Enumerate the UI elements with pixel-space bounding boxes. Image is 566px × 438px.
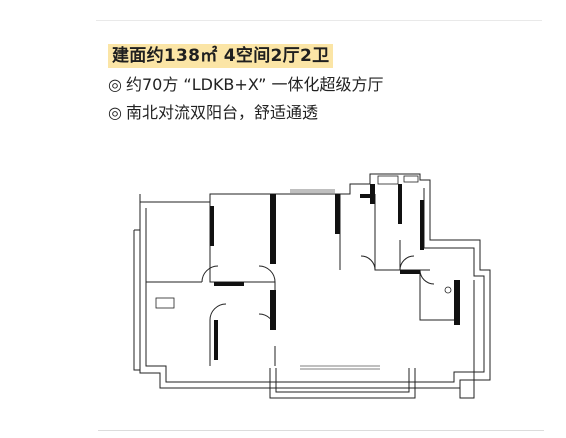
- bottom-balcony-inner: [275, 368, 410, 393]
- top-divider: [96, 20, 542, 21]
- interior-wall-3: [218, 281, 276, 330]
- double-circle-icon: ◎: [108, 103, 122, 122]
- area-headline: 建面约138㎡ 4空间2厅2卫: [108, 44, 334, 68]
- thick-wall-segments: [210, 184, 460, 360]
- door-swing-7: [360, 255, 376, 271]
- door-swing-5: [399, 255, 415, 271]
- door-swing-6: [419, 269, 435, 285]
- double-circle-icon: ◎: [108, 75, 122, 94]
- door-swing-1: [201, 265, 219, 283]
- bottom-divider: [98, 430, 544, 431]
- right-balcony: [459, 280, 475, 399]
- floor-plan: [133, 173, 491, 399]
- interior-wall-9: [419, 270, 460, 321]
- feature-text-2: 南北对流双阳台，舒适通透: [125, 103, 318, 122]
- feature-line-1: ◎约70方 “LDKB+X” 一体化超级方厅: [108, 74, 384, 96]
- feature-line-2: ◎南北对流双阳台，舒适通透: [108, 102, 384, 124]
- bottom-balcony: [269, 368, 416, 399]
- feature-text-1: 约70方 “LDKB+X” 一体化超级方厅: [125, 75, 384, 94]
- header-block: 建面约138㎡ 4空间2厅2卫 ◎约70方 “LDKB+X” 一体化超级方厅 ◎…: [108, 44, 384, 124]
- left-balcony: [133, 229, 140, 371]
- window-markings: [290, 189, 380, 370]
- fixtures: [155, 175, 452, 309]
- door-swing-2: [258, 265, 276, 283]
- outer-wall-outline: [139, 173, 491, 389]
- door-swing-3: [209, 303, 227, 321]
- outer-wall-inner: [145, 188, 485, 383]
